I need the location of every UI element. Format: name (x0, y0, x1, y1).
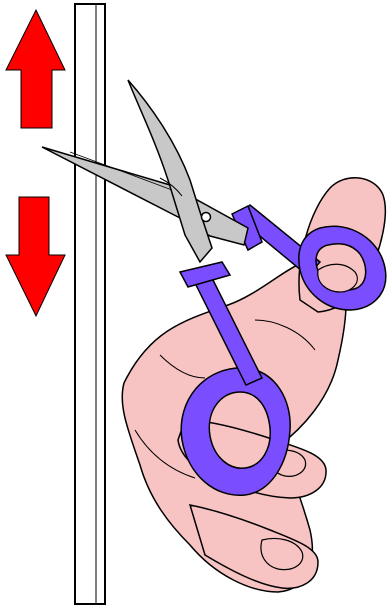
upper-blade (42, 147, 248, 245)
down-arrow-icon (6, 197, 65, 316)
lower-blade (128, 80, 212, 262)
paper-strip (75, 4, 105, 604)
up-arrow-icon (6, 10, 65, 128)
pivot-screw-icon (202, 213, 211, 222)
